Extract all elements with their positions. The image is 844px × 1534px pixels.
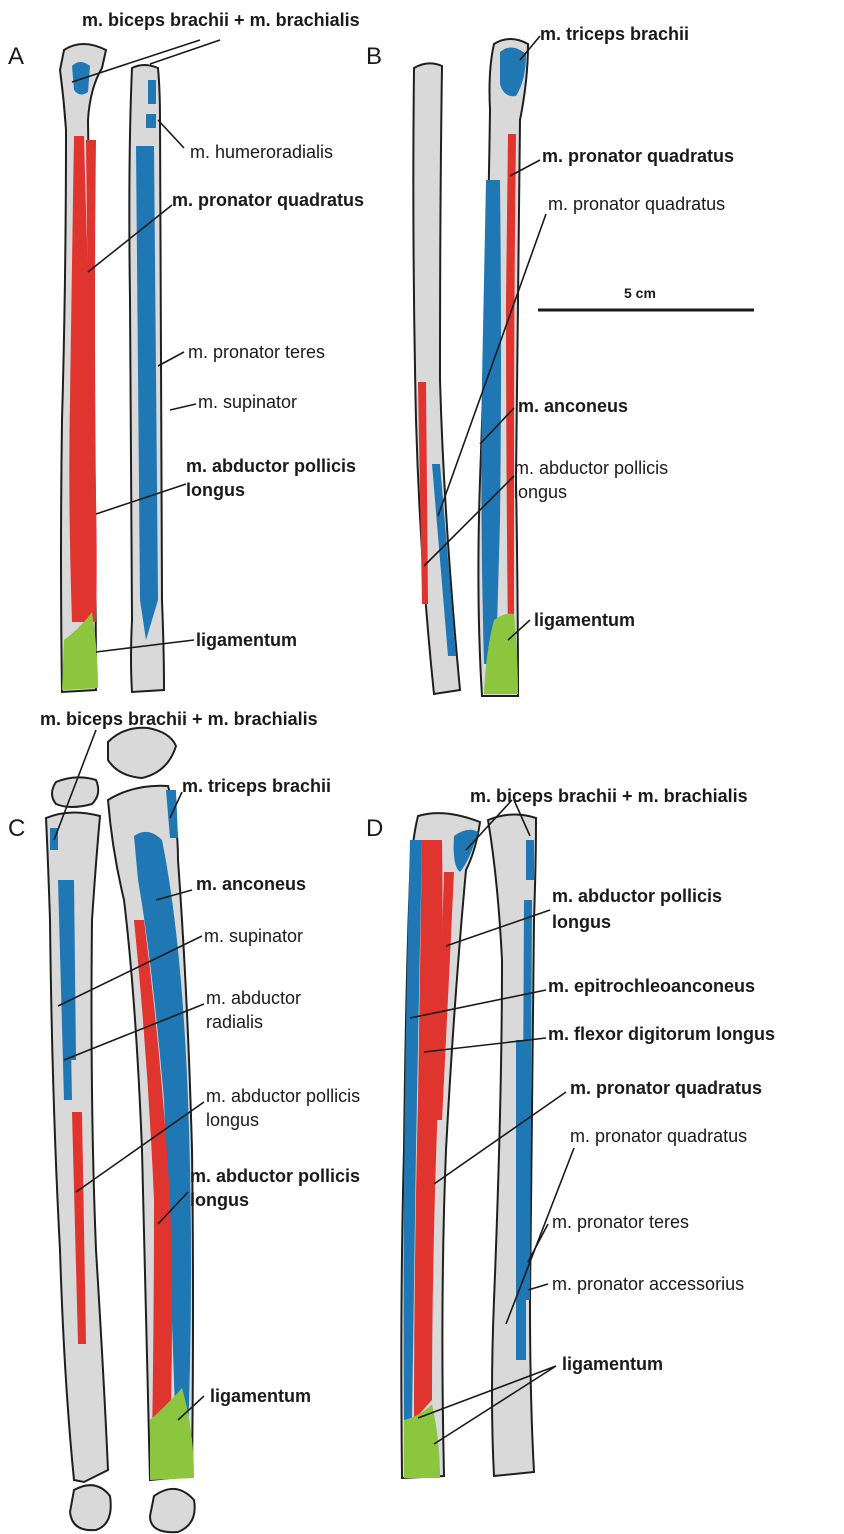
label-c-biceps-brachialis: m. biceps brachii + m. brachialis bbox=[40, 709, 318, 729]
label-d-abductor-pollicis-2: longus bbox=[552, 912, 611, 932]
label-c-supinator: m. supinator bbox=[204, 926, 303, 946]
panel-letter-d: D bbox=[366, 815, 383, 842]
label-a-abductor-pollicis-2: longus bbox=[186, 480, 245, 500]
label-d-flexor-digitorum: m. flexor digitorum longus bbox=[548, 1024, 775, 1044]
label-a-biceps-brachialis: m. biceps brachii + m. brachialis bbox=[82, 10, 360, 30]
leader-a-humeroradialis bbox=[158, 120, 184, 148]
cross-section-c-top-ulna bbox=[108, 728, 176, 778]
label-b-abductor-pollicis-1: m. abductor pollicis bbox=[514, 458, 668, 478]
label-d-biceps-brachialis: m. biceps brachii + m. brachialis bbox=[470, 786, 748, 806]
cross-section-c-top-radius bbox=[52, 777, 98, 807]
label-c-abductor-pollicis-bold-2: longus bbox=[190, 1190, 249, 1210]
panel-letter-b: B bbox=[366, 43, 382, 70]
label-d-ligamentum: ligamentum bbox=[562, 1354, 663, 1374]
label-b-pronator-quadratus: m. pronator quadratus bbox=[548, 194, 725, 214]
label-c-abductor-radialis-2: radialis bbox=[206, 1012, 263, 1032]
label-c-abductor-pollicis-1: m. abductor pollicis bbox=[206, 1086, 360, 1106]
panel-letter-a: A bbox=[8, 43, 24, 70]
label-d-epitrochleoanconeus: m. epitrochleoanconeus bbox=[548, 976, 755, 996]
label-c-abductor-radialis-1: m. abductor bbox=[206, 988, 301, 1008]
panel-b: B 5 cm m. triceps brachii m. pronator qu… bbox=[366, 24, 754, 696]
label-c-anconeus: m. anconeus bbox=[196, 874, 306, 894]
label-b-pronator-quadratus-bold: m. pronator quadratus bbox=[542, 146, 734, 166]
cross-section-c-bottom-ulna bbox=[150, 1489, 195, 1532]
label-d-pronator-accessorius: m. pronator accessorius bbox=[552, 1274, 744, 1294]
radius-b bbox=[413, 63, 460, 694]
label-c-ligamentum: ligamentum bbox=[210, 1386, 311, 1406]
label-a-humeroradialis: m. humeroradialis bbox=[190, 142, 333, 162]
humeroradialis-a1 bbox=[148, 80, 156, 104]
pronator-teres-d bbox=[516, 1040, 526, 1360]
label-c-abductor-pollicis-2: longus bbox=[206, 1110, 259, 1130]
scale-bar-label: 5 cm bbox=[624, 285, 656, 301]
panel-c: C m. biceps brachii + m. brachialis m. t… bbox=[8, 709, 360, 1532]
label-a-supinator: m. supinator bbox=[198, 392, 297, 412]
label-b-triceps: m. triceps brachii bbox=[540, 24, 689, 44]
label-d-pronator-quadratus: m. pronator quadratus bbox=[570, 1126, 747, 1146]
label-a-abductor-pollicis-1: m. abductor pollicis bbox=[186, 456, 356, 476]
label-b-abductor-pollicis-2: longus bbox=[514, 482, 567, 502]
label-c-triceps: m. triceps brachii bbox=[182, 776, 331, 796]
biceps-attachment-d-radius bbox=[526, 840, 534, 880]
label-b-anconeus: m. anconeus bbox=[518, 396, 628, 416]
panel-letter-c: C bbox=[8, 815, 25, 842]
label-c-abductor-pollicis-bold-1: m. abductor pollicis bbox=[190, 1166, 360, 1186]
label-a-pronator-quadratus: m. pronator quadratus bbox=[172, 190, 364, 210]
label-b-ligamentum: ligamentum bbox=[534, 610, 635, 630]
label-d-abductor-pollicis-1: m. abductor pollicis bbox=[552, 886, 722, 906]
leader-a-supinator bbox=[170, 404, 196, 410]
panel-a: A m. biceps brachii + m. brachialis m. h… bbox=[8, 10, 364, 692]
label-a-ligamentum: ligamentum bbox=[196, 630, 297, 650]
label-d-pronator-teres: m. pronator teres bbox=[552, 1212, 689, 1232]
label-d-pronator-quadratus-bold: m. pronator quadratus bbox=[570, 1078, 762, 1098]
cross-section-c-bottom-radius bbox=[70, 1485, 111, 1530]
label-a-pronator-teres: m. pronator teres bbox=[188, 342, 325, 362]
humeroradialis-a2 bbox=[146, 114, 156, 128]
panel-d: D m. biceps brachii + m. brachialis m. a… bbox=[366, 786, 775, 1478]
